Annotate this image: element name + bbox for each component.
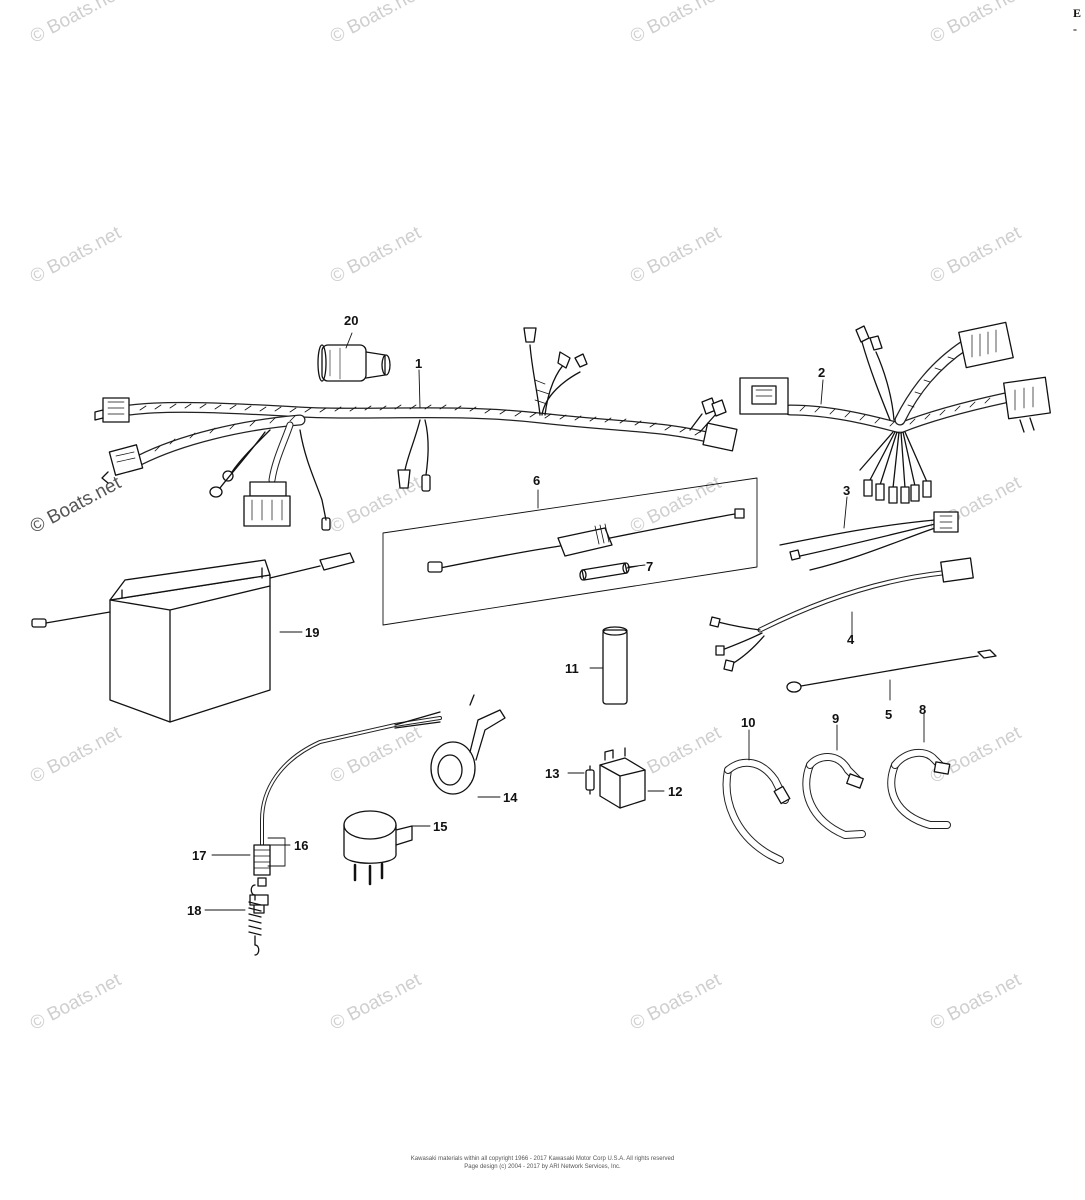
part-13-fuse[interactable]: [585, 765, 595, 795]
callout-5: 5: [885, 707, 893, 722]
callout-20: 20: [344, 313, 359, 328]
part-4-lead[interactable]: [709, 557, 974, 672]
callout-9: 9: [832, 711, 840, 726]
callout-13: 13: [545, 766, 560, 781]
copyright-line: Kawasaki materials within all copyright …: [410, 1156, 675, 1162]
part-14-horn[interactable]: [430, 694, 506, 795]
callout-1: 1: [415, 356, 423, 371]
corner-mark: E: [1073, 6, 1082, 20]
page-design-line: Page design (c) 2004 - 2017 by ARI Netwo…: [464, 1164, 621, 1170]
part-18-spring[interactable]: [248, 884, 262, 956]
callout-14: 14: [503, 790, 518, 805]
part-10-strap[interactable]: [722, 758, 791, 864]
part-5-ground-lead[interactable]: [786, 649, 997, 693]
part-9-strap[interactable]: [802, 753, 866, 839]
callout-8: 8: [919, 702, 927, 717]
corner-mark: -: [1073, 22, 1077, 36]
callout-15: 15: [433, 819, 448, 834]
part-19-battery[interactable]: [31, 552, 355, 723]
callout-12: 12: [668, 784, 683, 799]
part-20-boot[interactable]: [317, 344, 391, 382]
part-11-tube[interactable]: [602, 626, 628, 705]
callout-4: 4: [847, 632, 855, 647]
callout-6: 6: [533, 473, 541, 488]
callout-7: 7: [646, 559, 654, 574]
part-2-sub-harness[interactable]: [739, 321, 1051, 504]
part-1-main-harness[interactable]: [94, 327, 738, 531]
callout-18: 18: [187, 903, 202, 918]
part-8-strap[interactable]: [887, 748, 951, 829]
part-16-switch-lead[interactable]: [253, 711, 442, 887]
part-6-frame: [382, 477, 758, 626]
callout-19: 19: [305, 625, 320, 640]
leader-lines: [204, 332, 925, 911]
callout-17: 17: [192, 848, 207, 863]
part-12-relay[interactable]: [599, 747, 646, 809]
part-6-fuse-lead[interactable]: [427, 508, 745, 573]
part-3-lead[interactable]: [779, 511, 959, 571]
part-15-switch[interactable]: [343, 810, 413, 886]
callout-10: 10: [741, 715, 756, 730]
part-7-fuse[interactable]: [579, 562, 639, 581]
callout-11: 11: [565, 661, 579, 676]
callout-16: 16: [294, 838, 309, 853]
callout-3: 3: [843, 483, 851, 498]
callout-2: 2: [818, 365, 826, 380]
